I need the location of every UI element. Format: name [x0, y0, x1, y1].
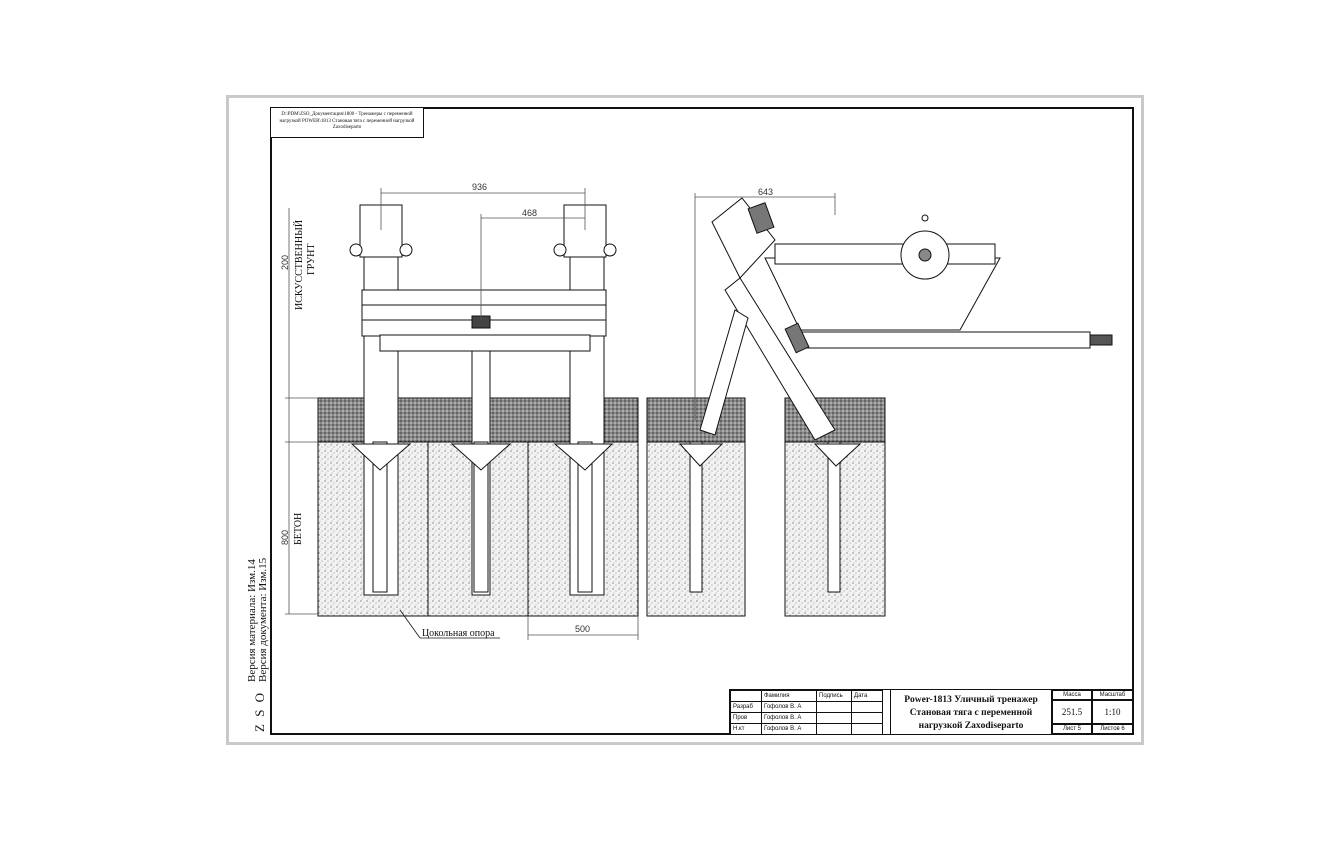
row-sign	[816, 701, 852, 713]
side-foundations	[646, 397, 886, 617]
dim-468: 468	[522, 208, 537, 218]
concrete-label: БЕТОН	[293, 513, 304, 545]
title-line-2: Становая тяга с переменной	[909, 708, 1033, 718]
version-document: Версия документа: Изм.15	[257, 557, 269, 682]
file-path-note: D:\PDM\ZSO_Документация\1800 - Тренажеры…	[270, 107, 424, 138]
hdr-date: Дата	[851, 690, 883, 702]
mass-scale-block: Масса Масштаб 251.5 1:10 Лист 5 Листов 6	[1052, 690, 1133, 734]
plinth-label: Цокольная опора	[422, 628, 495, 639]
row-date	[851, 701, 883, 713]
dim-200: 200	[280, 255, 290, 270]
scale-value: 1:10	[1092, 700, 1133, 724]
dim-643: 643	[758, 187, 773, 197]
title-line-3: нагрузкой Zaxodiseparto	[918, 721, 1024, 731]
scale-label: Масштаб	[1092, 690, 1133, 700]
soil-label-1: ИСКУССТВЕННЫЙ	[293, 220, 305, 310]
signature-table: Фамилия Подпись Дата Разраб Гофолов В. А…	[730, 690, 883, 735]
dimension-lines	[285, 188, 836, 640]
sheet-label: Лист 5	[1052, 724, 1092, 734]
sheets-label: Листов 6	[1092, 724, 1133, 734]
row-date	[851, 723, 883, 735]
brand-zso: Z S O	[252, 690, 267, 732]
side-frame	[678, 197, 1113, 593]
hdr-sign: Подпись	[816, 690, 852, 702]
row-sign	[816, 723, 852, 735]
drawing-frame	[270, 107, 1134, 735]
row-date	[851, 712, 883, 724]
drawing-title: Power-1813 Уличный тренажер Становая тяг…	[890, 690, 1052, 734]
table-row: Н.кт Гофолов В. А	[730, 723, 883, 735]
title-line-1: Power-1813 Уличный тренажер	[904, 695, 1038, 705]
row-name: Гофолов В. А	[761, 701, 817, 713]
mass-label: Масса	[1052, 690, 1092, 700]
mass-value: 251.5	[1052, 700, 1092, 724]
title-block: Фамилия Подпись Дата Разраб Гофолов В. А…	[729, 689, 1134, 735]
row-sign	[816, 712, 852, 724]
row-role: Н.кт	[730, 723, 762, 735]
dim-500: 500	[575, 624, 590, 634]
row-name: Гофолов В. А	[761, 712, 817, 724]
hdr-name: Фамилия	[761, 690, 817, 702]
dim-936: 936	[472, 182, 487, 192]
table-row: Пров Гофолов В. А	[730, 712, 883, 724]
row-name: Гофолов В. А	[761, 723, 817, 735]
dim-800: 800	[280, 530, 290, 545]
left-sidebar: Версия материала: Изм.14 Версия документ…	[238, 557, 278, 740]
front-posts	[349, 204, 617, 596]
hdr-role	[730, 690, 762, 702]
soil-label-2: ГРУНТ	[306, 243, 317, 275]
row-role: Пров	[730, 712, 762, 724]
table-row: Разраб Гофолов В. А	[730, 701, 883, 713]
file-path-text: D:\PDM\ZSO_Документация\1800 - Тренажеры…	[279, 112, 415, 130]
row-role: Разраб	[730, 701, 762, 713]
